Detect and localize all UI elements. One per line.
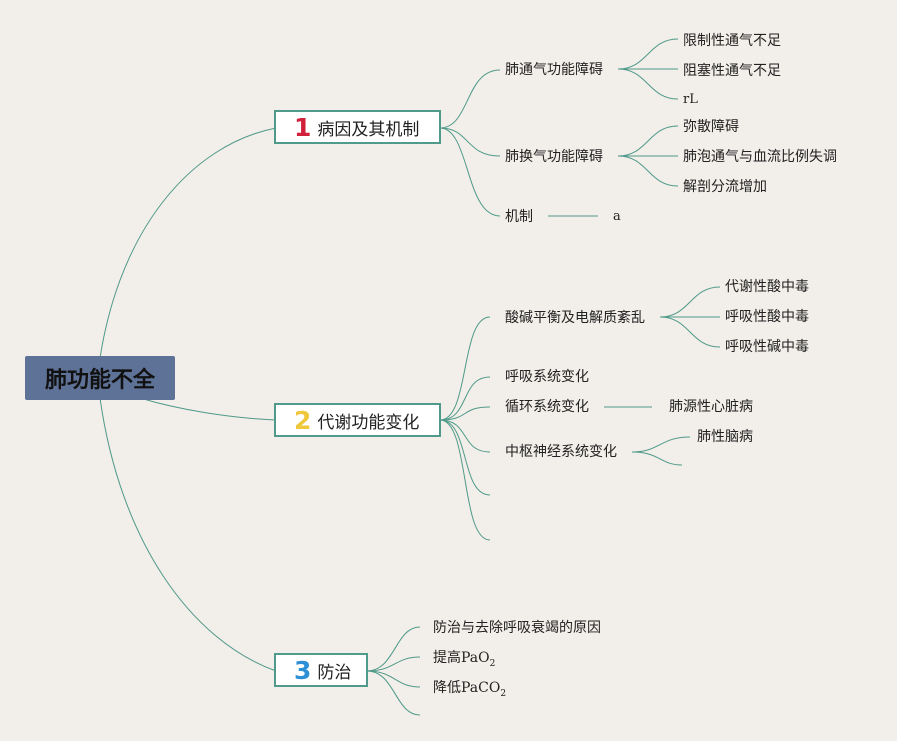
raise-pao2-text: 提高PaO <box>433 650 490 666</box>
branch-3-node[interactable]: 3 防治 <box>274 653 368 687</box>
node-remove-cause[interactable]: 防治与去除呼吸衰竭的原因 <box>433 620 601 636</box>
node-raise-pao2[interactable]: 提高PaO2 <box>433 649 495 673</box>
node-respiratory-system-change[interactable]: 呼吸系统变化 <box>505 369 589 385</box>
branch-1-label: 病因及其机制 <box>317 119 420 140</box>
node-cor-pulmonale[interactable]: 肺源性心脏病 <box>669 399 753 415</box>
lower-paco2-subscript: 2 <box>500 688 507 699</box>
node-ventilation-disorder[interactable]: 肺通气功能障碍 <box>505 62 603 78</box>
branch-2-node[interactable]: 2 代谢功能变化 <box>274 403 441 437</box>
node-restrictive-hypoventilation[interactable]: 限制性通气不足 <box>683 33 781 49</box>
raise-pao2-subscript: 2 <box>489 658 496 669</box>
root-node[interactable]: 肺功能不全 <box>25 356 175 400</box>
node-obstructive-hypoventilation[interactable]: 阻塞性通气不足 <box>683 63 781 79</box>
node-diffusion-impairment[interactable]: 弥散障碍 <box>683 119 739 135</box>
number-3-icon: 3 <box>294 655 312 685</box>
root-label: 肺功能不全 <box>44 368 155 393</box>
node-a[interactable]: a <box>613 209 621 224</box>
branch-3-label: 防治 <box>317 662 352 683</box>
node-va-q-mismatch[interactable]: 肺泡通气与血流比例失调 <box>683 149 837 165</box>
node-metabolic-acidosis[interactable]: 代谢性酸中毒 <box>725 279 809 295</box>
branch-2-label: 代谢功能变化 <box>317 412 420 433</box>
node-pulmonary-encephalopathy[interactable]: 肺性脑病 <box>697 429 753 445</box>
node-anatomical-shunt[interactable]: 解剖分流增加 <box>683 179 767 195</box>
node-mechanism[interactable]: 机制 <box>505 209 533 225</box>
branch-1-node[interactable]: 1 病因及其机制 <box>274 110 441 144</box>
node-circulatory-system-change[interactable]: 循环系统变化 <box>505 399 589 415</box>
number-1-icon: 1 <box>294 112 312 142</box>
node-lower-paco2[interactable]: 降低PaCO2 <box>433 679 506 703</box>
number-2-icon: 2 <box>294 405 312 435</box>
lower-paco2-text: 降低PaCO <box>433 680 501 696</box>
node-acid-base-electrolyte[interactable]: 酸碱平衡及电解质紊乱 <box>505 310 645 326</box>
node-respiratory-acidosis[interactable]: 呼吸性酸中毒 <box>725 309 809 325</box>
node-rl[interactable]: rL <box>683 92 698 107</box>
node-respiratory-alkalosis[interactable]: 呼吸性碱中毒 <box>725 339 809 355</box>
node-cns-change[interactable]: 中枢神经系统变化 <box>505 444 617 460</box>
node-gas-exchange-disorder[interactable]: 肺换气功能障碍 <box>505 149 603 165</box>
